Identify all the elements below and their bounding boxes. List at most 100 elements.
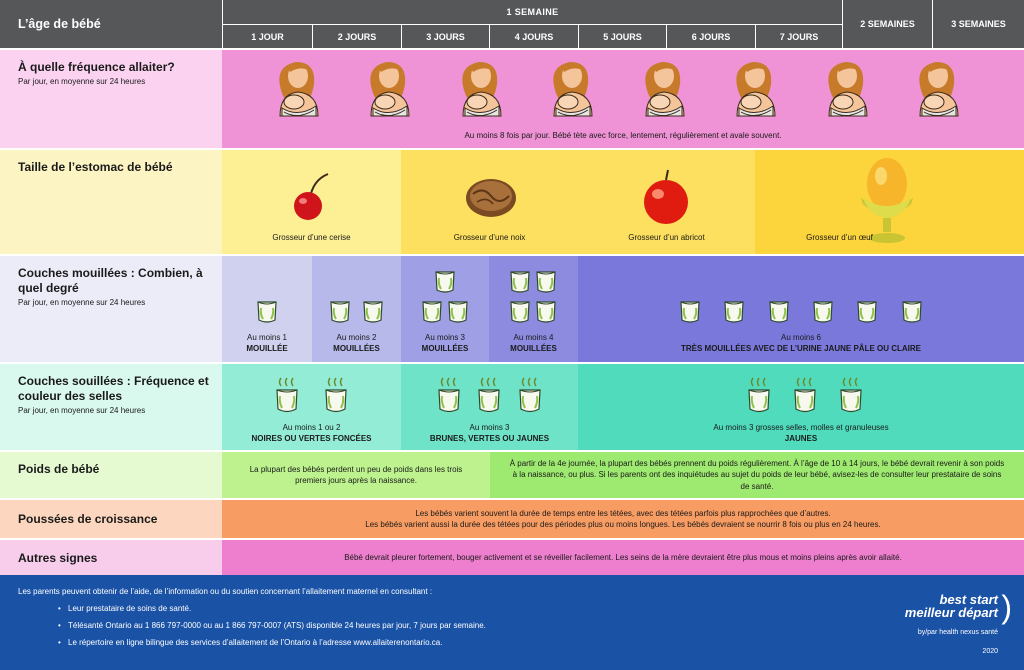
day-1-header: 1 JOUR: [222, 24, 312, 48]
soiled-diaper-icon: [748, 377, 770, 413]
logo-best-start: best start: [939, 592, 998, 607]
wet-day2-icons: [324, 296, 389, 324]
wet-diaper-icon: [363, 301, 383, 323]
breastfeeding-mother-icon: [828, 62, 868, 117]
wet-diaper-icon: [902, 301, 922, 323]
footer-item-telehealth: Télésanté Ontario au 1 866 797-0000 ou a…: [58, 621, 1006, 630]
logo-paren-icon: ): [1001, 589, 1012, 625]
footer-item-provider: Leur prestataire de soins de santé.: [58, 604, 1006, 613]
footer-resources: Les parents peuvent obtenir de l’aide, d…: [0, 575, 1024, 670]
other-signs-row: Autres signes Bébé devrait pleurer forte…: [0, 538, 1024, 575]
growth-title: Poussées de croissance: [18, 512, 158, 526]
weight-row: Poids de bébé La plupart des bébés perde…: [0, 450, 1024, 498]
egg-in-cup-icon: [861, 158, 913, 243]
stomach-cherry-cell: Grosseur d’une cerise: [222, 150, 401, 254]
soiled-diaper-icon: [519, 377, 541, 413]
stomach-title: Taille de l’estomac de bébé: [18, 160, 173, 174]
soiled-diaper-icon: [438, 377, 460, 413]
day-5-header: 5 JOURS: [578, 24, 666, 48]
cherry-icon: [294, 173, 329, 220]
wet-diaper-icon: [330, 301, 350, 323]
footer-year: 2020: [982, 648, 998, 655]
wet-diapers-row: Couches mouillées : Combien, à quel degr…: [0, 254, 1024, 362]
wet-diaper-icon: [857, 301, 878, 323]
stomach-label: Taille de l’estomac de bébé: [0, 150, 222, 254]
day-7-header: 7 JOURS: [755, 24, 842, 48]
wet-diaper-icon: [536, 271, 556, 293]
day-6-header: 6 JOURS: [666, 24, 755, 48]
stomach-apricot-caption: Grosseur d’un abricot: [628, 233, 705, 242]
best-start-logo: best start meilleur départ ) by/par heal…: [905, 591, 1012, 655]
soiled-diapers-row: Couches souillées : Fréquence et couleur…: [0, 362, 1024, 450]
feeding-title: À quelle fréquence allaiter?: [18, 60, 175, 74]
wet-diaper-icon: [510, 301, 530, 323]
apricot-icon: [644, 169, 688, 224]
weight-left-text: La plupart des bébés perdent un peu de p…: [222, 452, 490, 498]
week-1-header: 1 SEMAINE: [222, 0, 842, 24]
wet-day4-icons: [489, 268, 578, 326]
other-label: Autres signes: [0, 540, 222, 575]
wet-subtitle: Par jour, en moyenne sur 24 heures: [18, 298, 146, 307]
stomach-egg-caption: Grosseur d’un œuf: [806, 233, 873, 242]
day-3-header: 3 JOURS: [401, 24, 489, 48]
soiled-diaper-icon: [840, 377, 862, 413]
stomach-row: Taille de l’estomac de bébé Grosseur d’u…: [0, 148, 1024, 254]
soiled-title: Couches souillées : Fréquence et couleur…: [18, 374, 209, 403]
day-2-header: 2 JOURS: [312, 24, 401, 48]
feeding-cell: Au moins 8 fois par jour. Bébé tète avec…: [222, 50, 1024, 148]
week-2-header: 2 SEMAINES: [842, 0, 932, 48]
wet-diaper-icon: [813, 301, 833, 323]
footer-item-directory: Le répertoire en ligne bilingue des serv…: [58, 638, 1006, 647]
feeding-row: À quelle fréquence allaiter? Par jour, e…: [0, 48, 1024, 148]
weight-right-text: À partir de la 4e journée, la plupart de…: [490, 452, 1024, 498]
weight-label: Poids de bébé: [0, 452, 222, 498]
footer-intro: Les parents peuvent obtenir de l’aide, d…: [18, 587, 433, 596]
feeding-caption: Au moins 8 fois par jour. Bébé tète avec…: [464, 131, 782, 140]
wet-day5plus-icons: [668, 296, 934, 324]
stomach-apricot-cell: Grosseur d’un abricot: [578, 150, 755, 254]
growth-line1: Les bébés varient souvent la durée de te…: [415, 508, 831, 518]
stomach-walnut-caption: Grosseur d’une noix: [453, 233, 526, 242]
breastfeeding-mother-icon: [370, 62, 410, 117]
soiled-day3-icons: [429, 376, 550, 414]
soiled-subtitle: Par jour, en moyenne sur 24 heures: [18, 406, 146, 415]
soiled-diaper-icon: [325, 377, 347, 413]
breastfeeding-mother-icon: [553, 62, 593, 117]
breastfeeding-mother-icon: [279, 62, 319, 117]
soiled-diaper-icon: [478, 377, 501, 413]
soiled-day5plus-cell: Au moins 3 grosses selles, molles et gra…: [578, 364, 1024, 450]
logo-health-nexus: by/par health nexus santé: [917, 629, 998, 636]
wet-diaper-icon: [680, 301, 700, 323]
wet-day1-icons: [222, 296, 312, 324]
feeding-label: À quelle fréquence allaiter? Par jour, e…: [0, 50, 222, 148]
growth-label: Poussées de croissance: [0, 500, 222, 538]
wet-label: Couches mouillées : Combien, à quel degr…: [0, 256, 222, 362]
soiled-diaper-icon: [794, 377, 816, 413]
soiled-day5plus-icons: [736, 376, 874, 414]
other-title: Autres signes: [18, 551, 98, 565]
breastfeeding-mother-icon: [462, 62, 502, 117]
feeding-icons: [252, 56, 984, 120]
wet-diaper-icon: [724, 301, 745, 323]
week-3-header: 3 SEMAINES: [932, 0, 1024, 48]
weight-title: Poids de bébé: [18, 462, 100, 476]
growth-line2: Les bébés varient aussi la durée des tét…: [365, 520, 881, 529]
soiled-diaper-icon: [276, 377, 298, 413]
wet-diaper-icon: [536, 301, 556, 323]
wet-diaper-icon: [422, 301, 442, 323]
wet-day3-icons: [401, 268, 489, 326]
age-header-title: L’âge de bébé: [0, 0, 222, 48]
footer-list: Leur prestataire de soins de santé. Télé…: [58, 604, 1006, 647]
